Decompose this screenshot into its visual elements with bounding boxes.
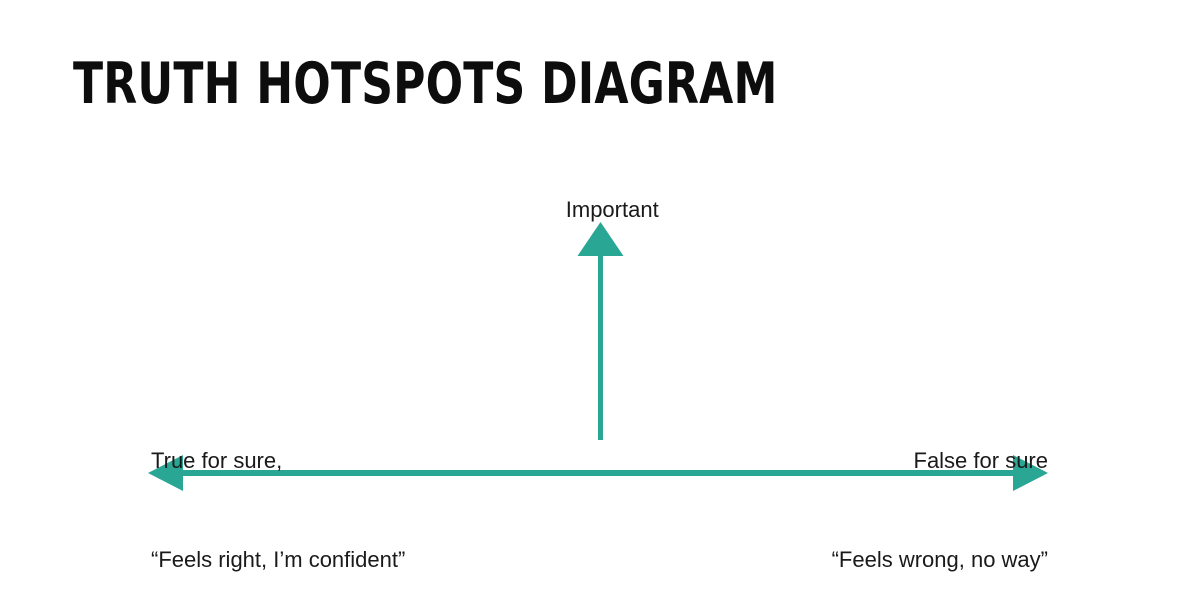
horizontal-axis-left-label-line2: “Feels right, I’m confident” — [151, 547, 406, 572]
vertical-axis-label: Important — [0, 160, 1200, 259]
horizontal-axis-right-label: False for sure “Feels wrong, no way” — [832, 378, 1048, 600]
vertical-axis-stem — [598, 254, 603, 440]
page-title: Truth Hotspots Diagram — [73, 51, 778, 117]
horizontal-axis-left-label-line1: True for sure, — [151, 448, 283, 473]
vertical-axis-label-text: Important — [565, 197, 659, 222]
horizontal-axis-left-label: True for sure, “Feels right, I’m confide… — [151, 378, 405, 600]
horizontal-axis-right-label-line1: False for sure — [913, 448, 1049, 473]
horizontal-axis-right-label-line2: “Feels wrong, no way” — [831, 547, 1048, 572]
